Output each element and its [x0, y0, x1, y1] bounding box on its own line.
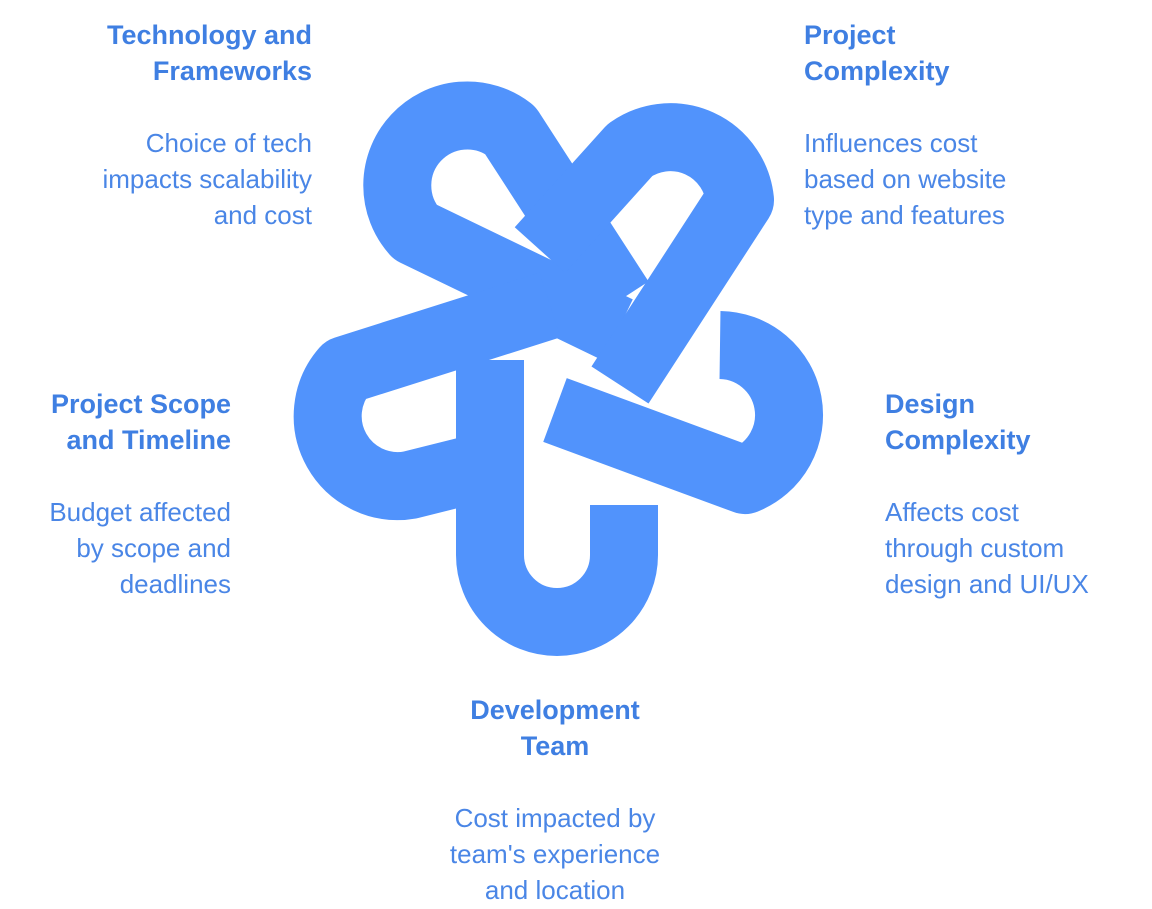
node-title: Design Complexity	[885, 389, 1031, 455]
loop-band-left	[293, 272, 561, 521]
node-description: Choice of tech impacts scalability and c…	[102, 128, 312, 230]
loop-band-top-left	[363, 81, 649, 361]
node-description: Affects cost through custom design and U…	[885, 497, 1089, 599]
node-title: Project Scope and Timeline	[50, 389, 231, 455]
node-development-team: Development Team Cost impacted by team's…	[405, 692, 705, 908]
node-technology-frameworks: Technology and Frameworks Choice of tech…	[12, 17, 312, 233]
node-title: Development Team	[470, 695, 640, 761]
loop-band-bottom	[456, 360, 658, 656]
node-description: Cost impacted by team's experience and l…	[449, 803, 661, 905]
node-description: Influences cost based on website type an…	[804, 128, 1007, 230]
node-project-scope-timeline: Project Scope and Timeline Budget affect…	[0, 386, 231, 602]
node-project-complexity: Project Complexity Influences cost based…	[804, 17, 1104, 233]
node-title: Project Complexity	[804, 20, 950, 86]
loop-band-top-right	[514, 103, 774, 404]
node-design-complexity: Design Complexity Affects cost through c…	[885, 386, 1147, 602]
loop-band-right	[543, 311, 824, 514]
node-description: Budget affected by scope and deadlines	[49, 497, 231, 599]
node-title: Technology and Frameworks	[106, 20, 312, 86]
